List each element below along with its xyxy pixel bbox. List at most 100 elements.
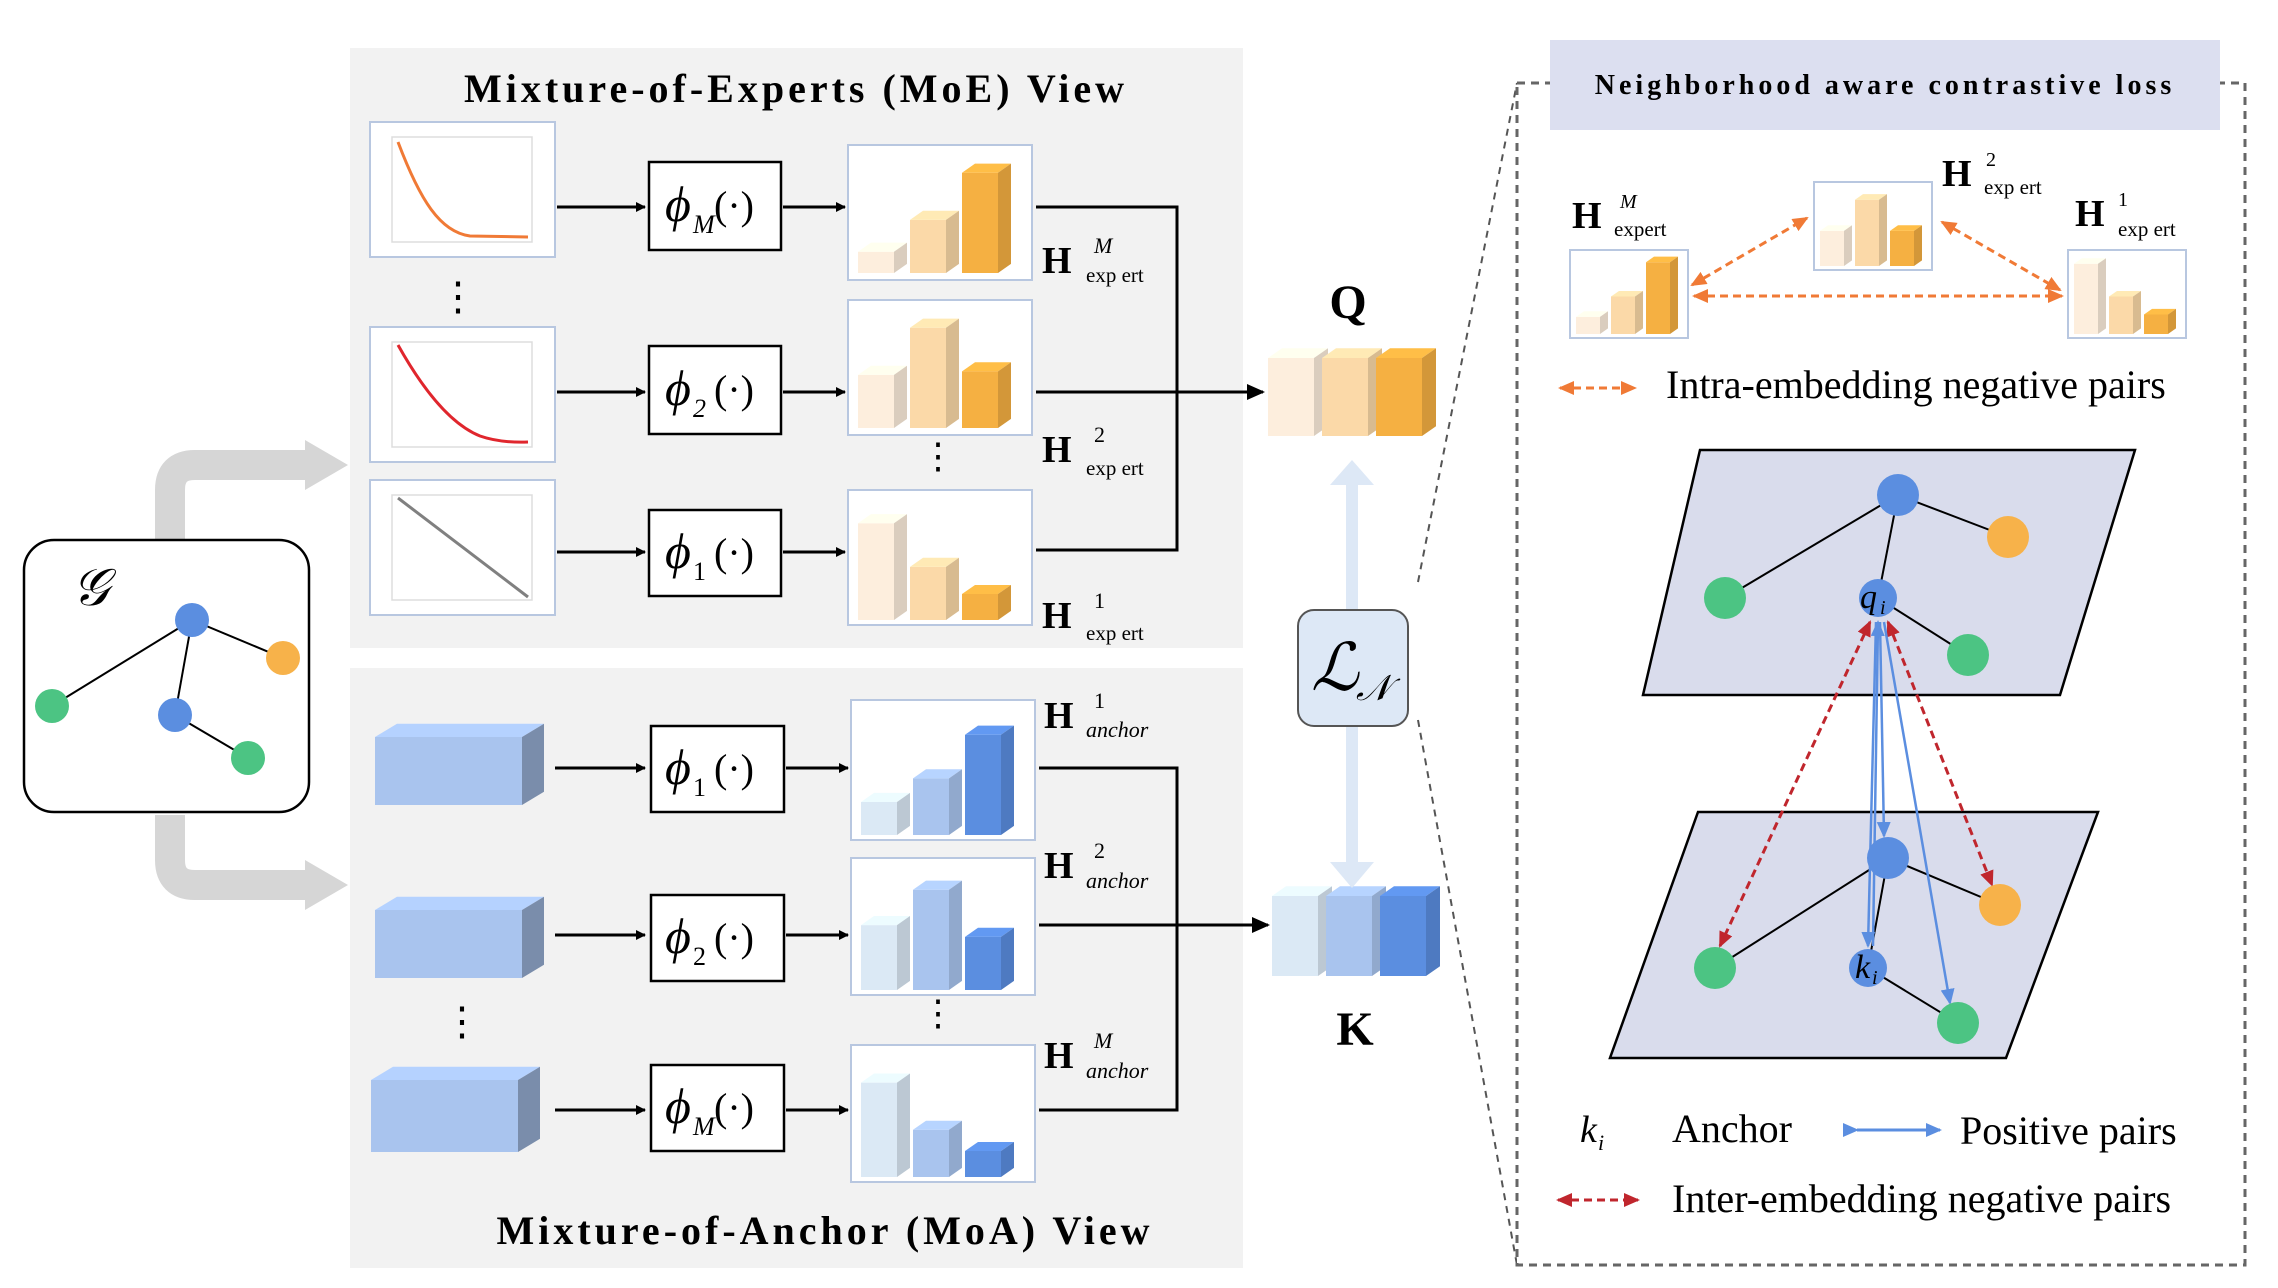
h-sup-small: M [1619,191,1638,213]
expert-bars-small-2 [1820,194,1922,266]
quadratic-decay-curve [396,344,529,444]
phi-arg: (·) [714,367,754,412]
bar [910,566,946,620]
flow-arrowhead-moe [305,440,348,490]
moa-row-2: ϕ 2 (·) H 2 anchor [375,838,1149,996]
node-q-label: q [1860,579,1877,616]
bar-top [858,365,907,375]
bar-side [1001,1141,1014,1177]
bar [858,251,894,273]
bar-top [910,318,959,328]
phi-box [649,724,786,814]
moe-vdots-2: ⋮ [920,436,956,476]
zoom-line [1417,719,1518,1266]
bar-side [946,557,959,620]
svg-text:H: H [1572,195,1602,237]
anchor-bars-2 [861,880,1014,990]
bar [861,1082,897,1177]
h-sub: anchor [1086,1058,1149,1083]
bar-top [858,242,907,252]
bar [962,594,998,620]
bar-top [1890,225,1922,231]
h-sub-small: expert [1614,217,1667,241]
bar-side [897,916,910,990]
graph-node [158,698,192,732]
svg-text:q: q [1860,579,1877,616]
svg-text:ϕ: ϕ [665,360,691,416]
moe-title: Mixture-of-Experts (MoE) View [464,66,1128,111]
moa-row-1: ϕ 1 (·) H 1 anchor [375,688,1149,841]
bar-top [965,927,1014,937]
upper-node [1947,634,1989,676]
moa-merge-line [1039,766,1179,1112]
inter-neg-pair [1886,620,1994,887]
expert-bars-small-m [1576,256,1678,334]
phi-arg: (·) [714,183,754,228]
q-embedding [1268,348,1436,436]
svg-text:H: H [1042,595,1072,637]
positive-pair [1876,621,1891,838]
block-front [375,910,522,978]
h-sup: 2 [1094,838,1105,863]
moe-row-m: ϕ M (·) H M exp ert [369,121,1144,287]
loss-symbol: ℒ [1311,632,1360,705]
bar [913,778,949,835]
anchor-node [1849,949,1887,987]
bar-top [2074,258,2106,264]
phi-sub: M [692,210,716,239]
h-symbol: H [1044,695,1074,737]
svg-text:H: H [1042,240,1072,282]
bar-top [913,880,962,890]
h-symbol: H [1042,595,1072,637]
bar-side [1670,256,1678,334]
intra-neg-pair [1690,216,1809,287]
phi-symbol: ϕ [665,739,691,795]
upper-node [1987,516,2029,558]
expert-bars-m [858,163,1011,273]
h-symbol: H [1942,153,1972,195]
h-symbol: H [2075,193,2105,235]
panel-title: Neighborhood aware contrastive loss [1595,70,2175,101]
h-sup: 1 [1094,588,1105,613]
input-graph: 𝒢 [22,538,311,814]
bar-side [1844,225,1852,266]
phi-sub: 1 [693,773,706,802]
h-sub: anchor [1086,717,1149,742]
bar [1646,262,1670,334]
bar-top [858,514,907,524]
node-q-sub: i [1880,597,1886,619]
bar-top [1611,290,1643,297]
phi-box [647,160,783,252]
bar-top [1576,311,1608,317]
embedding-cube [1272,896,1318,976]
graph-node [231,741,265,775]
svg-text:ϕ: ϕ [665,523,691,579]
anchor-block [375,723,544,805]
h-symbol: H [1042,240,1072,282]
graph-node [35,689,69,723]
lower-node [1694,947,1736,989]
query-node [1859,579,1897,617]
expert-bars-2 [858,318,1011,428]
moe-vdots: ⋮ [438,274,478,319]
graph-node [266,641,300,675]
block-front [371,1080,518,1152]
embedding-cube [1268,358,1314,436]
svg-text:k: k [1580,1109,1598,1151]
block-top [375,896,544,910]
svg-text:H: H [1042,429,1072,471]
phi-symbol: ϕ [665,908,691,964]
h-sub-small: exp ert [2118,217,2176,241]
upper-node [1877,474,1919,516]
block-front [375,737,522,805]
bar-top [1855,194,1887,200]
bar-top [2144,308,2176,315]
h-symbol: H [1042,429,1072,471]
embedding-cube-top [1268,348,1328,358]
positive-pair [1882,621,1955,1005]
block-side [522,896,544,978]
expert-bars-small-1 [2074,258,2176,334]
bar-side [998,362,1011,428]
q-label: Q [1329,276,1366,329]
bar [910,219,946,273]
